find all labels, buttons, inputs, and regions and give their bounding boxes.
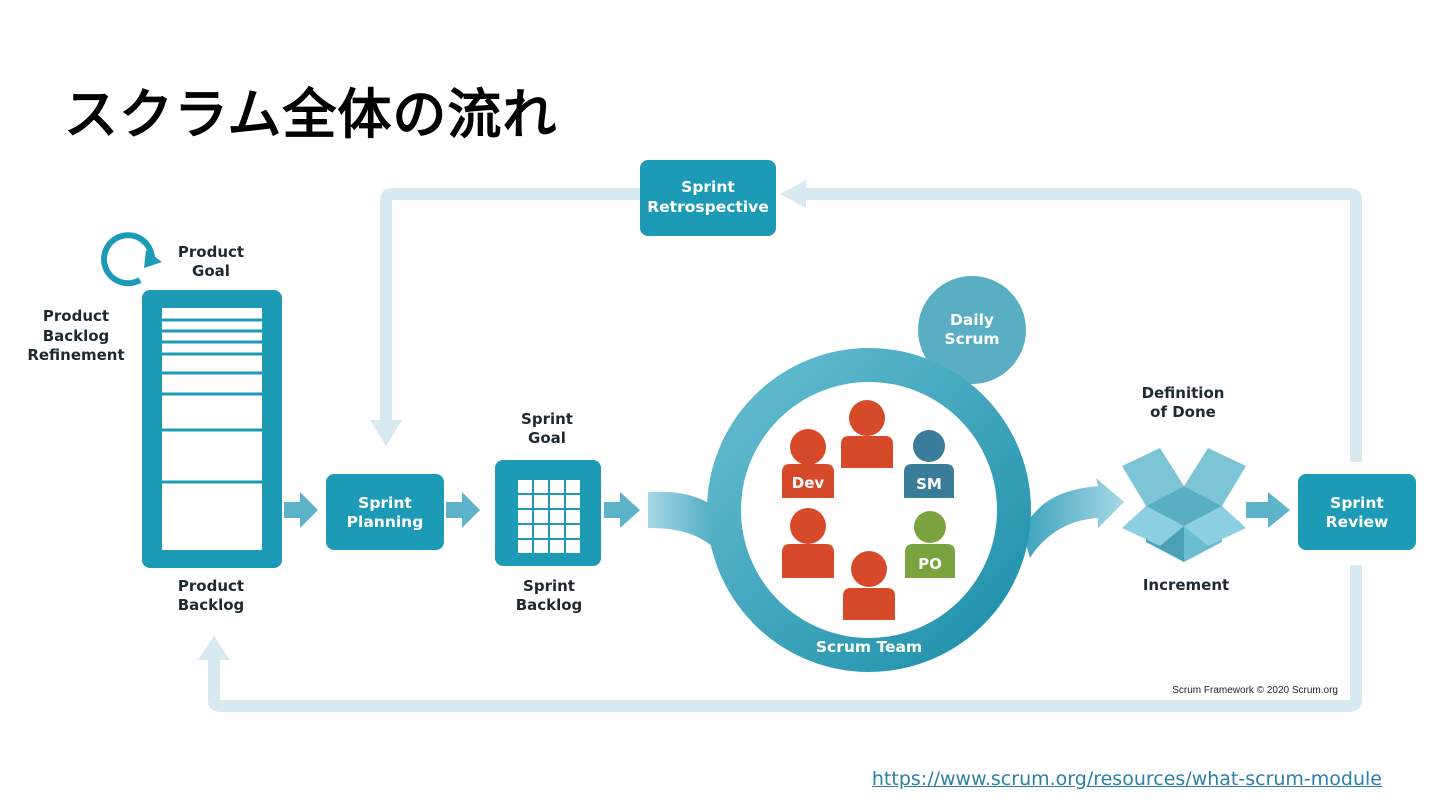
sprint-backlog-cell [518,525,532,538]
dev-person-top-left: Dev [782,429,834,498]
arrowhead-retro [780,180,806,208]
dev-person-bottom [843,551,895,620]
daily-scrum-bubble: Daily Scrum [918,276,1026,384]
refinement-label-2: Backlog [43,327,110,345]
arrowhead-planning [370,420,402,446]
slide-title: スクラム全体の流れ [64,83,558,146]
review-label-2: Review [1326,513,1389,531]
sprint-backlog-cell [550,480,564,493]
review-to-retro-line [800,188,1362,462]
sprint-review-box: Sprint Review [1298,474,1416,550]
increment-box-icon [1122,448,1246,562]
arrowhead-backlog [198,636,230,660]
daily-scrum-label-1: Daily [950,311,994,329]
refinement-label-1: Product [43,307,109,325]
scrum-team-members: Dev SM PO [782,400,955,620]
planning-label-1: Sprint [358,494,412,512]
sprint-backlog-cell [566,480,580,493]
sprint-planning-box: Sprint Planning [326,474,444,550]
sprint-backlog-cell [534,540,548,553]
feedback-loop-arrows [208,188,1362,712]
product-backlog-refinement-icon [101,232,162,287]
sprint-backlog-cell [566,540,580,553]
sprint-backlog-cell [518,480,532,493]
sprint-backlog-cell [518,510,532,523]
scrum-team-label: Scrum Team [816,638,922,656]
sprint-backlog-cell [566,495,580,508]
swoosh-out-of-sprint [1022,478,1124,558]
retro-label-2: Retrospective [647,198,769,216]
arrow-sprintbacklog-to-sprint [604,492,640,528]
po-person: PO [905,511,955,578]
planning-label-2: Planning [347,513,424,531]
dod-label-1: Definition [1142,384,1225,402]
sprint-backlog-cell [534,480,548,493]
sprint-backlog-cell [534,510,548,523]
product-backlog-box [142,290,282,568]
refinement-label-3: Refinement [27,346,124,364]
dev-label: Dev [792,474,825,492]
sprint-backlog-cell [518,495,532,508]
sprint-backlog-cell [566,510,580,523]
sprint-backlog-cell [550,510,564,523]
sprint-backlog-cell [550,525,564,538]
diagram-credit: Scrum Framework © 2020 Scrum.org [1172,685,1338,696]
sprint-backlog-label-1: Sprint [523,577,575,595]
product-backlog-label-2: Backlog [178,596,245,614]
sm-label: SM [916,475,942,493]
product-backlog-label-1: Product [178,577,244,595]
sprint-backlog-label-2: Backlog [516,596,583,614]
daily-scrum-label-2: Scrum [944,330,999,348]
dod-label-2: of Done [1150,403,1216,421]
retro-to-planning-line [380,188,640,420]
source-link[interactable]: https://www.scrum.org/resources/what-scr… [871,768,1382,790]
po-label: PO [918,555,942,573]
retro-label-1: Sprint [681,178,735,196]
arrow-backlog-to-planning [284,492,318,528]
arrow-increment-to-review [1246,492,1290,528]
sprint-backlog-cell [534,525,548,538]
review-to-backlog-line [208,565,1362,712]
sprint-backlog-grid [518,480,580,553]
sprint-backlog-cell [550,495,564,508]
sprint-backlog-cell [534,495,548,508]
dev-person-top [841,400,893,468]
sprint-backlog-cell [518,540,532,553]
sprint-backlog-cell [566,525,580,538]
sprint-goal-label-2: Goal [528,429,566,447]
product-goal-label-1: Product [178,243,244,261]
flow-arrows [284,492,1290,528]
increment-label: Increment [1143,576,1229,594]
arrow-planning-to-sprintbacklog [446,492,480,528]
sm-person: SM [904,430,954,498]
review-label-1: Sprint [1330,494,1384,512]
sprint-goal-label-1: Sprint [521,410,573,428]
product-goal-label-2: Goal [192,262,230,280]
sprint-backlog-box [495,460,601,566]
sprint-backlog-cell [550,540,564,553]
dev-person-left [782,508,834,578]
sprint-retrospective-box: Sprint Retrospective [640,160,776,236]
